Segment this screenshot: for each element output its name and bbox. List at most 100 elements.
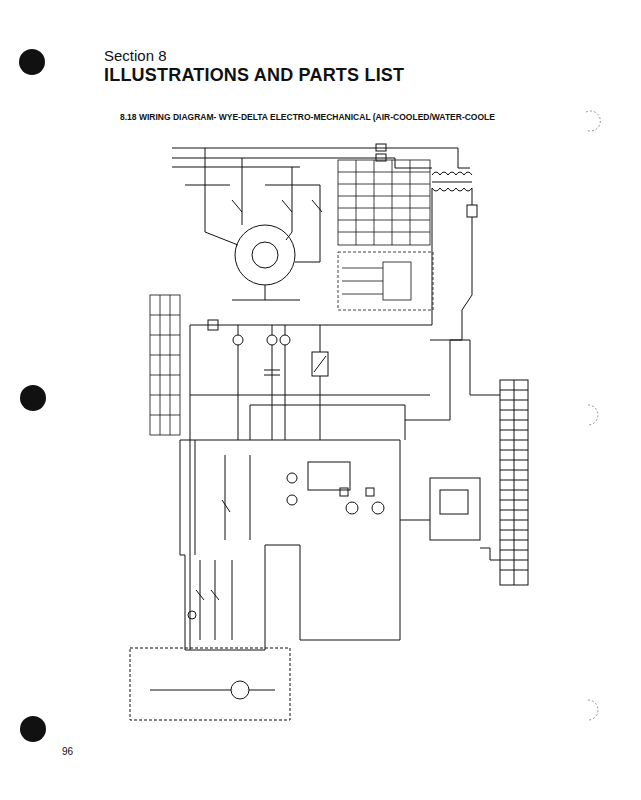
ladder-rung bbox=[285, 325, 286, 335]
ladder-rail bbox=[190, 325, 191, 650]
coil-symbol bbox=[208, 320, 218, 330]
fuse-symbol bbox=[376, 144, 386, 151]
fuse-symbol bbox=[467, 205, 477, 217]
phase-monitor-box bbox=[430, 478, 480, 540]
transformer-lead bbox=[458, 148, 470, 168]
remote-wiring bbox=[130, 560, 290, 720]
table-rule bbox=[150, 395, 180, 396]
contact-symbol bbox=[222, 500, 230, 512]
ladder-rung bbox=[250, 405, 251, 440]
control-lead bbox=[405, 217, 472, 420]
phase-wire bbox=[172, 148, 458, 149]
terminal-symbol bbox=[287, 495, 297, 505]
lamp-symbol bbox=[267, 335, 277, 345]
transformer-coil bbox=[432, 188, 472, 191]
section-heading: Section 8 bbox=[104, 47, 167, 64]
relay-wire bbox=[342, 294, 383, 295]
control-lead bbox=[472, 188, 473, 205]
ladder-rung bbox=[405, 405, 406, 440]
binder-hole bbox=[20, 716, 46, 742]
page-number: 96 bbox=[62, 746, 73, 757]
table-frame bbox=[150, 295, 180, 435]
punch-mark bbox=[586, 111, 600, 131]
table-rule bbox=[338, 232, 430, 233]
remote-wire bbox=[150, 690, 231, 691]
display-window bbox=[308, 462, 350, 490]
table-rule bbox=[392, 160, 393, 245]
page-title: ILLUSTRATIONS AND PARTS LIST bbox=[104, 65, 404, 86]
table-rule bbox=[338, 172, 430, 173]
controller-divider bbox=[195, 440, 196, 555]
contact-symbol bbox=[196, 590, 204, 600]
motor-lead bbox=[286, 232, 292, 240]
table-rule bbox=[338, 184, 430, 185]
table-rule bbox=[374, 160, 375, 245]
table-rule bbox=[170, 295, 171, 435]
relay-wire bbox=[342, 268, 383, 269]
strip-wire bbox=[480, 548, 500, 560]
remote-wire bbox=[249, 690, 275, 691]
punch-mark bbox=[588, 405, 598, 425]
ladder-rung bbox=[272, 345, 273, 440]
terminal-symbol bbox=[188, 611, 196, 619]
ladder-rung bbox=[190, 325, 208, 326]
contact-symbol bbox=[211, 590, 219, 600]
remote-wire bbox=[232, 560, 233, 640]
motor-lead bbox=[295, 262, 320, 263]
power-circuit bbox=[172, 144, 477, 420]
ladder-rung bbox=[238, 325, 239, 335]
table-rule bbox=[150, 355, 180, 356]
binder-hole bbox=[19, 49, 45, 75]
ladder-rung bbox=[320, 376, 321, 440]
relay-symbol bbox=[312, 352, 328, 376]
contact-symbol bbox=[282, 200, 292, 212]
table-rule bbox=[338, 208, 430, 209]
punch-marks bbox=[586, 111, 600, 720]
lamp-symbol bbox=[280, 335, 290, 345]
relay-panel bbox=[338, 252, 433, 310]
ladder-rung bbox=[272, 325, 273, 335]
wire-table bbox=[150, 295, 180, 435]
table-rule bbox=[160, 295, 161, 435]
strip-wire bbox=[430, 340, 500, 395]
table-rule bbox=[356, 160, 357, 245]
dashed-panel bbox=[338, 252, 433, 310]
table-rule bbox=[150, 335, 180, 336]
transformer-coil bbox=[432, 172, 472, 175]
motor-lead bbox=[205, 232, 238, 245]
ladder-rung bbox=[320, 325, 321, 352]
remote-wire bbox=[215, 560, 216, 640]
lamp-symbol bbox=[231, 681, 249, 699]
controller-outline bbox=[180, 440, 400, 650]
ladder-rung bbox=[190, 395, 430, 396]
ladder-rung bbox=[285, 345, 286, 440]
terminal-strip bbox=[400, 340, 528, 585]
strip-wire bbox=[400, 520, 430, 521]
lamp-symbol bbox=[233, 335, 243, 345]
binder-hole bbox=[20, 385, 46, 411]
optional-panel bbox=[130, 648, 290, 720]
motor-symbol bbox=[235, 225, 295, 285]
punch-mark bbox=[588, 700, 598, 720]
motor-lead bbox=[265, 285, 266, 300]
motor-lead bbox=[292, 167, 293, 232]
table-frame bbox=[338, 160, 430, 245]
terminal-table bbox=[338, 160, 430, 245]
contactor-bar bbox=[185, 185, 230, 186]
terminal-symbol bbox=[287, 473, 297, 483]
phase-monitor-inner bbox=[440, 490, 468, 514]
control-lead bbox=[208, 188, 432, 325]
control-ladder bbox=[190, 320, 430, 650]
ladder-rung bbox=[250, 405, 405, 406]
capacitor-plate bbox=[264, 370, 280, 371]
table-rule bbox=[150, 315, 180, 316]
transformer-lead bbox=[395, 158, 432, 168]
indicator-symbol bbox=[372, 502, 384, 514]
table-rule bbox=[338, 220, 430, 221]
motor-lead bbox=[232, 300, 300, 301]
terminal-divider bbox=[514, 380, 515, 585]
switch-symbol bbox=[340, 488, 348, 496]
terminal-cells bbox=[500, 390, 528, 570]
motor-lead bbox=[320, 185, 321, 262]
controller bbox=[180, 440, 400, 650]
